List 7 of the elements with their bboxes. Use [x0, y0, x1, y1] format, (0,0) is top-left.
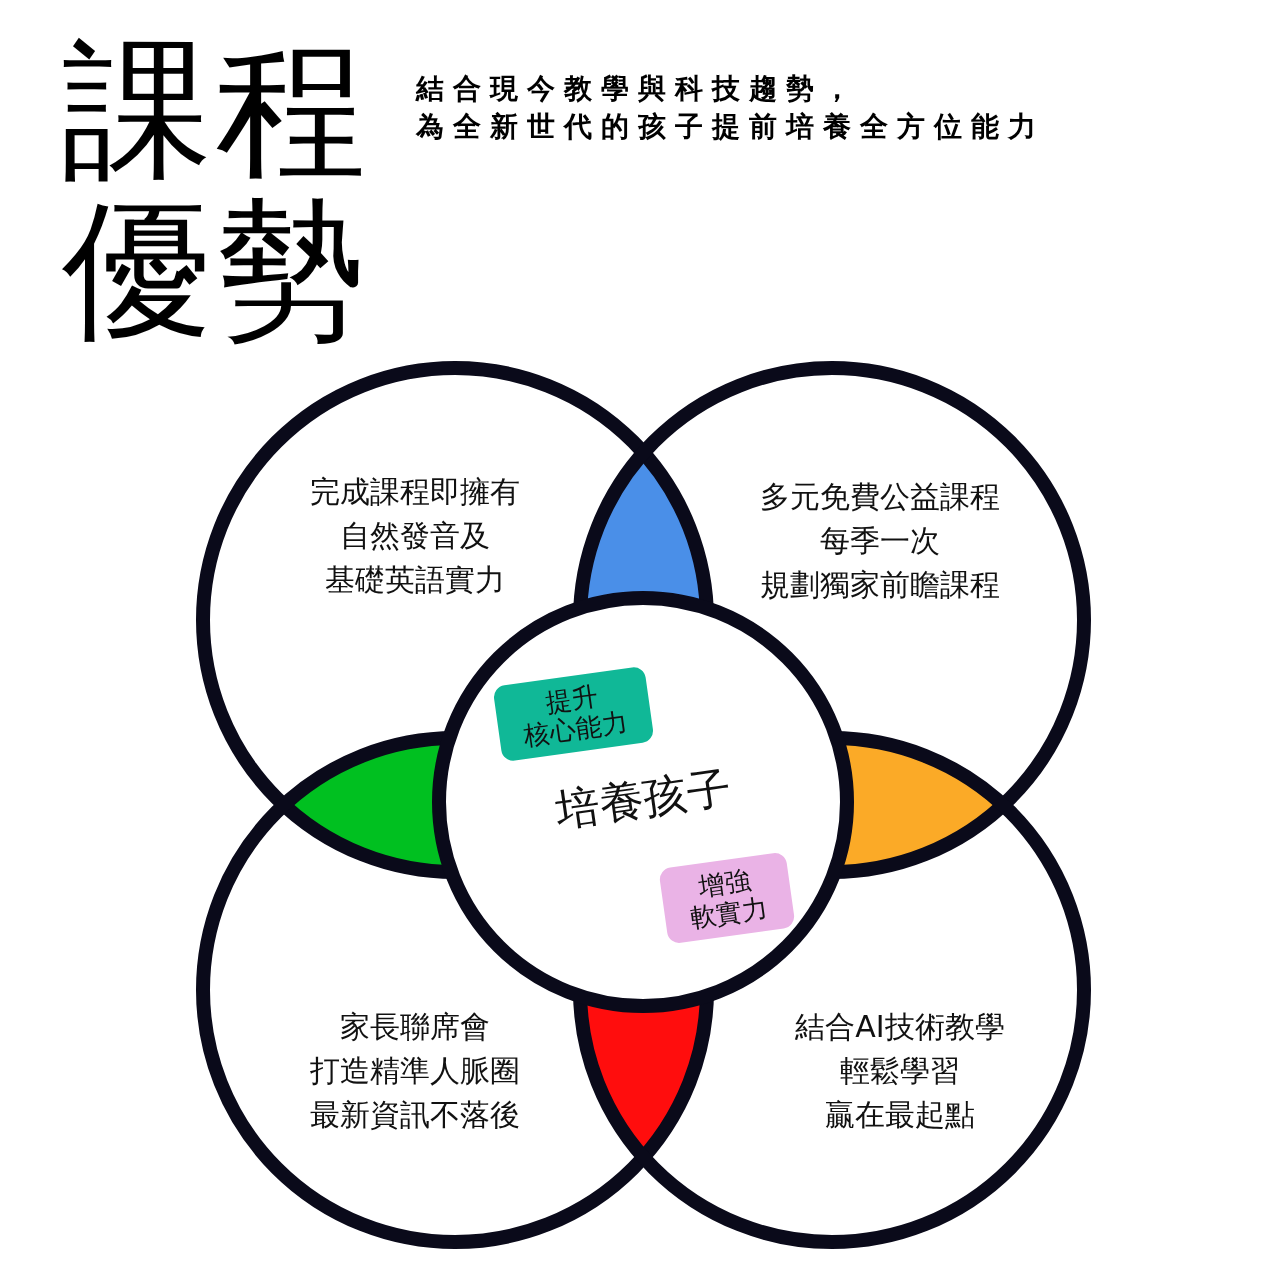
- circle-text: 結合AI技術教學輕鬆學習贏在最起點: [794, 1008, 1006, 1134]
- center-label: 培養孩子: [551, 760, 735, 838]
- title: 課程優勢: [62, 30, 371, 350]
- circle-text: 多元免費公益課程每季一次規劃獨家前瞻課程: [759, 478, 1001, 604]
- circle-text: 完成課程即擁有自然發音及基礎英語實力: [309, 473, 521, 599]
- subtitle: 結合現今教學與科技趨勢，為全新世代的孩子提前培養全方位能力: [416, 71, 1046, 145]
- circle-text: 家長聯席會打造精準人脈圈最新資訊不落後: [309, 1008, 521, 1134]
